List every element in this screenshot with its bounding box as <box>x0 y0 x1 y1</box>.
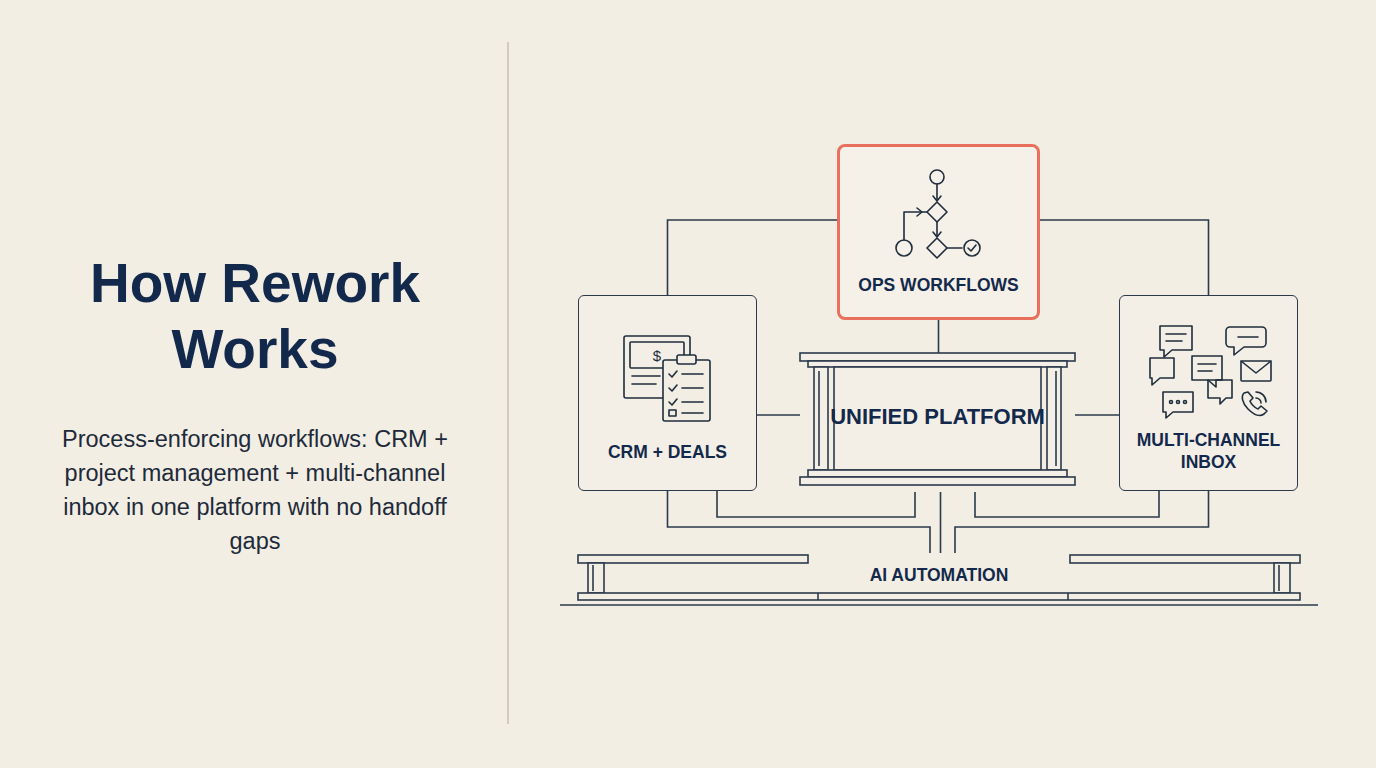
divider-line <box>507 42 509 724</box>
module-box: CRM + DEALS <box>578 295 757 491</box>
connector-line <box>955 491 1209 553</box>
module-box: MULTI-CHANNEL INBOX <box>1119 295 1298 491</box>
node-label: CRM + DEALS <box>608 442 727 464</box>
node-label: MULTI-CHANNEL INBOX <box>1132 430 1285 474</box>
page-title: How Rework Works <box>40 250 470 382</box>
workflow-box: OPS WORKFLOWS <box>837 144 1040 320</box>
connector-line <box>757 414 800 416</box>
node-label: OPS WORKFLOWS <box>858 275 1018 297</box>
connector-line <box>668 491 931 553</box>
automation-band: AI AUTOMATION <box>560 553 1318 607</box>
connector-line <box>1040 220 1209 295</box>
connector-line <box>975 491 1159 517</box>
platform-pedestal: UNIFIED PLATFORM <box>800 353 1075 492</box>
connector-line <box>1075 414 1119 416</box>
page-caption: Process-enforcing workflows: CRM + proje… <box>50 422 460 558</box>
node-label: AI AUTOMATION <box>866 565 1013 587</box>
connector-line <box>668 220 838 295</box>
connector-line <box>717 491 915 517</box>
connector-line <box>938 320 940 353</box>
connector-line <box>940 492 942 553</box>
node-label: UNIFIED PLATFORM <box>830 403 1045 431</box>
